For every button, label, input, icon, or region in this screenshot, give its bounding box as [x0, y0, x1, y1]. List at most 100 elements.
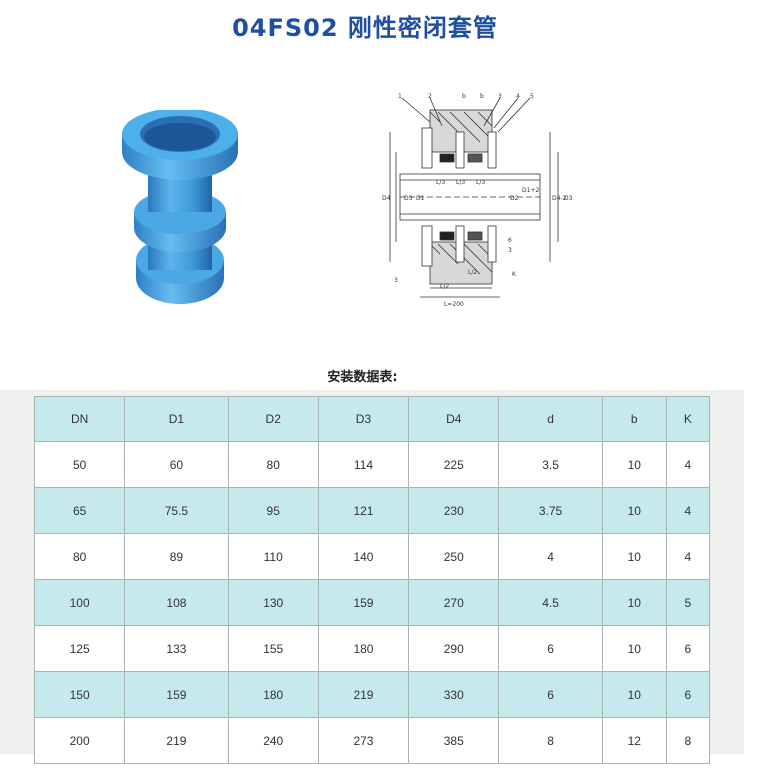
- callout-5: 5: [530, 93, 534, 100]
- table-cell: 130: [227, 579, 319, 626]
- table-cell: 385: [408, 717, 500, 764]
- table-cell: 159: [317, 579, 410, 626]
- table-cell: 4.5: [498, 579, 603, 626]
- header-cell: D3: [317, 396, 410, 442]
- label-d3-left: D3: [404, 195, 413, 202]
- label-l3-a: L/3: [436, 179, 445, 186]
- table-cell: 270: [408, 579, 500, 626]
- table-cell: 80: [33, 533, 126, 580]
- table-cell: 200: [33, 717, 126, 764]
- table-cell: 50: [33, 441, 126, 488]
- table-row: 150 159 180 219 330 6 10 6: [33, 671, 711, 718]
- table-cell: 121: [317, 487, 410, 534]
- table-cell: 150: [33, 671, 126, 718]
- table-row: 50 60 80 114 225 3.5 10 4: [33, 441, 711, 488]
- header-cell: DN: [33, 396, 126, 442]
- table-cell: 110: [227, 533, 319, 580]
- header-cell: d: [498, 396, 603, 442]
- table-row: 125 133 155 180 290 6 10 6: [33, 625, 711, 672]
- label-d3-right: D3: [564, 195, 573, 202]
- header-cell: D1: [124, 396, 229, 442]
- callout-b1: b: [462, 93, 466, 100]
- table-cell: 89: [124, 533, 229, 580]
- page-title: 04FS02 刚性密闭套管: [232, 14, 498, 42]
- table-cell: 80: [227, 441, 319, 488]
- table-cell: 75.5: [124, 487, 229, 534]
- callout-2: 2: [428, 93, 432, 100]
- header-cell: K: [665, 396, 711, 442]
- label-d1: D1: [416, 195, 425, 202]
- table-row: 200 219 240 273 385 8 12 8: [33, 717, 711, 764]
- table-cell: 5: [665, 579, 711, 626]
- table-cell: 4: [498, 533, 603, 580]
- table-cell: 10: [601, 579, 667, 626]
- table-cell: 125: [33, 625, 126, 672]
- callout-3: 3: [498, 93, 502, 100]
- table-cell: 4: [665, 487, 711, 534]
- table-cell: 95: [227, 487, 319, 534]
- header-cell: b: [601, 396, 667, 442]
- table-cell: 4: [665, 441, 711, 488]
- table-cell: 155: [227, 625, 319, 672]
- table-cell: 65: [33, 487, 126, 534]
- installation-data-table: DN D1 D2 D3 D4 d b K 50 60 80 114 225 3.…: [33, 396, 711, 764]
- table-cell: 10: [601, 487, 667, 534]
- table-cell: 140: [317, 533, 410, 580]
- table-cell: 3.75: [498, 487, 603, 534]
- table-cell: 250: [408, 533, 500, 580]
- callout-3c: 3: [394, 277, 398, 284]
- callout-b2: b: [480, 93, 484, 100]
- table-cell: 114: [317, 441, 410, 488]
- header-cell: D4: [408, 396, 500, 442]
- table-cell: 219: [124, 717, 229, 764]
- table-cell: 180: [227, 671, 319, 718]
- page-margin: [746, 0, 770, 770]
- table-cell: 159: [124, 671, 229, 718]
- callout-k: K: [512, 271, 517, 278]
- header-cell: D2: [227, 396, 319, 442]
- table-cell: 10: [601, 671, 667, 718]
- callout-3b: 3: [508, 247, 512, 254]
- table-cell: 12: [601, 717, 667, 764]
- table-cell: 240: [227, 717, 319, 764]
- label-l3-b: L/3: [456, 179, 465, 186]
- table-cell: 6: [665, 671, 711, 718]
- label-l2-b: L/2: [468, 269, 477, 276]
- label-d4-left: D4: [382, 195, 391, 202]
- table-cell: 219: [317, 671, 410, 718]
- table-row: 80 89 110 140 250 4 10 4: [33, 533, 711, 580]
- table-cell: 10: [601, 441, 667, 488]
- table-cell: 10: [601, 533, 667, 580]
- table-cell: 290: [408, 625, 500, 672]
- table-cell: 8: [498, 717, 603, 764]
- callout-1: 1: [398, 93, 402, 100]
- callout-6: 6: [508, 237, 512, 244]
- label-d2: D2: [510, 195, 519, 202]
- label-l3-c: L/3: [476, 179, 485, 186]
- label-d1-2: D1+2: [522, 187, 539, 194]
- table-cell: 180: [317, 625, 410, 672]
- callout-4: 4: [516, 93, 520, 100]
- table-cell: 4: [665, 533, 711, 580]
- table-cell: 273: [317, 717, 410, 764]
- label-l2-a: L/2: [440, 283, 449, 290]
- table-cell: 133: [124, 625, 229, 672]
- table-cell: 330: [408, 671, 500, 718]
- table-cell: 225: [408, 441, 500, 488]
- table-row: 65 75.5 95 121 230 3.75 10 4: [33, 487, 711, 534]
- table-cell: 3.5: [498, 441, 603, 488]
- table-header-row: DN D1 D2 D3 D4 d b K: [33, 396, 711, 442]
- table-cell: 10: [601, 625, 667, 672]
- sleeve-pipe-image: [122, 110, 238, 304]
- table-cell: 6: [665, 625, 711, 672]
- label-l200: L=200: [444, 301, 464, 308]
- label-d4-2: D4-2: [552, 195, 567, 202]
- cross-section-drawing: 1 2 b b 3 4 5 6 3 3 K L/3 L/3 L/3 L/2 L/…: [382, 93, 573, 308]
- table-cell: 230: [408, 487, 500, 534]
- table-cell: 8: [665, 717, 711, 764]
- table-row: 100 108 130 159 270 4.5 10 5: [33, 579, 711, 626]
- table-cell: 108: [124, 579, 229, 626]
- table-caption: 安装数据表:: [327, 370, 398, 385]
- table-cell: 100: [33, 579, 126, 626]
- table-cell: 6: [498, 671, 603, 718]
